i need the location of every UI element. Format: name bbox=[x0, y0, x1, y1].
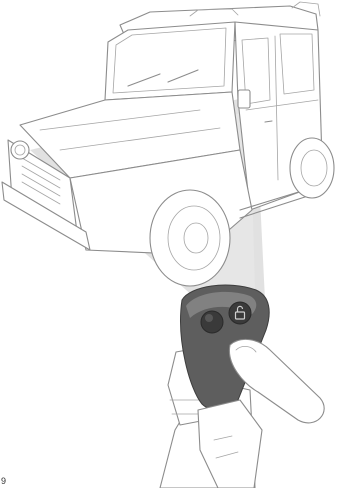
unlock-button[interactable] bbox=[229, 302, 251, 324]
windscreen bbox=[105, 22, 235, 100]
lock-button-shine bbox=[205, 314, 213, 322]
headlight-left bbox=[11, 141, 29, 159]
figure-number: 9 bbox=[1, 476, 6, 486]
front-wheel bbox=[150, 190, 230, 286]
wing-mirror bbox=[238, 90, 250, 108]
lock-button[interactable] bbox=[201, 311, 223, 333]
rear-wheel bbox=[290, 138, 334, 198]
vehicle-4x4 bbox=[2, 2, 334, 286]
